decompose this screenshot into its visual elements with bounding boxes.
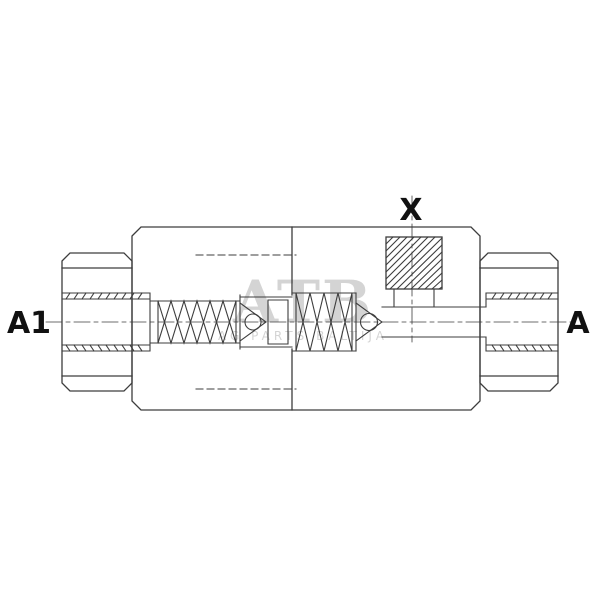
right-bore (381, 306, 487, 338)
hidden-lines (195, 254, 297, 390)
watermark-brand-text: ATB (232, 268, 373, 336)
port-a1-threads (61, 292, 151, 352)
watermark: ATB AG PARTS BALTIJA (218, 268, 384, 343)
right-end-fitting (479, 252, 559, 392)
valve-body (131, 226, 481, 411)
label-port-a: A (566, 306, 590, 341)
label-port-x: X (399, 193, 422, 228)
spring-left (149, 299, 241, 345)
piston-guide (239, 296, 293, 348)
port-a-threads (485, 292, 559, 352)
centerlines (45, 195, 575, 343)
label-port-a1: A1 (7, 306, 51, 341)
port-x-thread-block (385, 236, 443, 308)
spring-right (291, 292, 357, 352)
